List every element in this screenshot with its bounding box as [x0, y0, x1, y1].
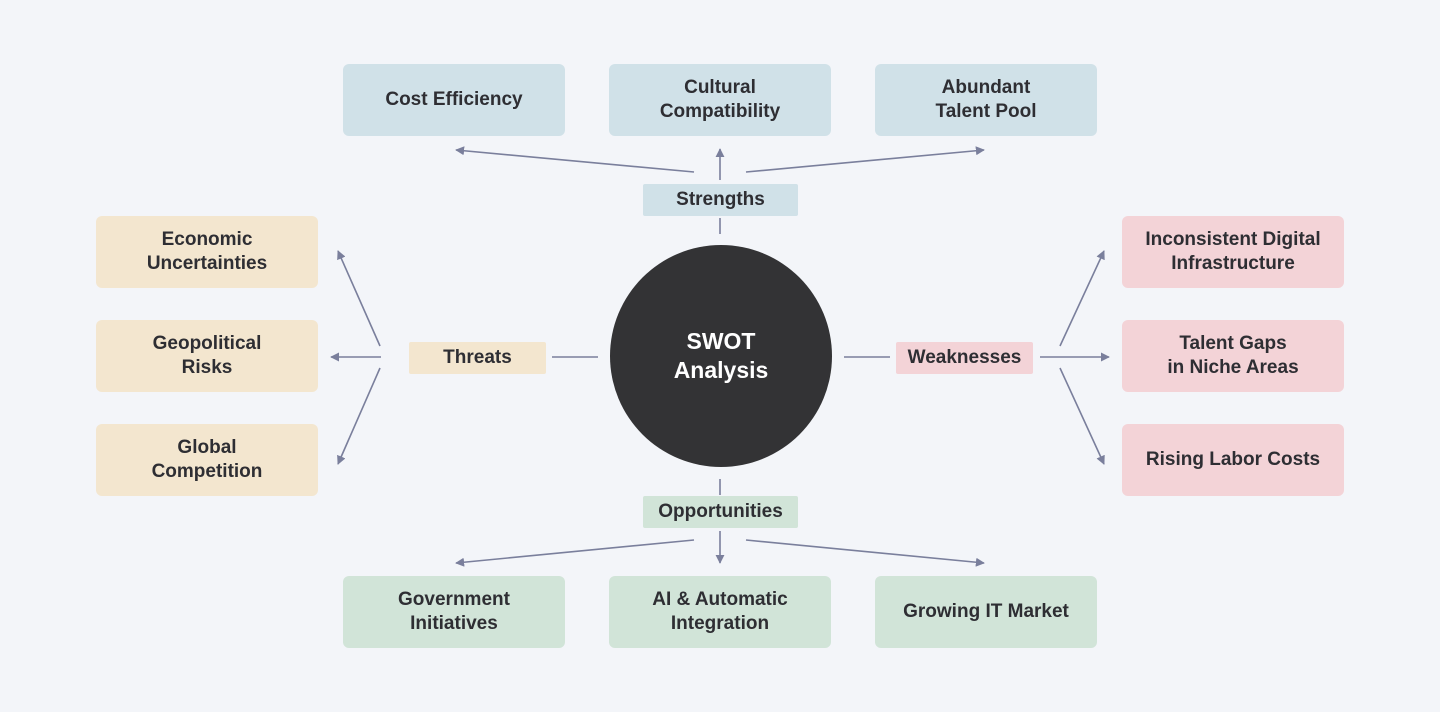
- arrow-threats-1: [337, 250, 381, 347]
- threats-label: Threats: [409, 342, 546, 374]
- weakness-item: Rising Labor Costs: [1122, 424, 1344, 496]
- arrow-threats-3: [337, 367, 381, 465]
- weakness-item-label: Talent Gaps in Niche Areas: [1167, 333, 1299, 378]
- opportunities-label: Opportunities: [643, 496, 798, 528]
- weaknesses-label: Weaknesses: [896, 342, 1033, 374]
- threat-item-label: Economic Uncertainties: [146, 229, 268, 274]
- weakness-item-label: Rising Labor Costs: [1145, 449, 1321, 470]
- arrow-strengths-3: [745, 146, 985, 173]
- arrow-strengths-1: [455, 146, 695, 173]
- strength-item-label: Abundant Talent Pool: [935, 77, 1037, 122]
- opportunity-item-label: Growing IT Market: [903, 601, 1069, 622]
- threat-item-label: Geopolitical Risks: [152, 333, 262, 378]
- strength-item-label: Cost Efficiency: [385, 89, 523, 110]
- arrow-weaknesses-1: [1059, 250, 1105, 347]
- swot-center-title: SWOT Analysis: [673, 328, 769, 383]
- strength-item: Abundant Talent Pool: [875, 64, 1097, 136]
- arrow-opportunities-3: [745, 539, 985, 567]
- weakness-item: Inconsistent Digital Infrastructure: [1122, 216, 1344, 288]
- threat-item-label: Global Competition: [151, 437, 263, 482]
- weakness-item-label: Inconsistent Digital Infrastructure: [1145, 229, 1321, 274]
- arrow-opportunities-1: [455, 539, 695, 567]
- arrow-weaknesses-3: [1059, 367, 1105, 465]
- threat-item: Global Competition: [96, 424, 318, 496]
- threat-item: Economic Uncertainties: [96, 216, 318, 288]
- weakness-item: Talent Gaps in Niche Areas: [1122, 320, 1344, 392]
- opportunity-item-label: Government Initiatives: [398, 589, 510, 634]
- opportunity-item: Government Initiatives: [343, 576, 565, 648]
- opportunity-item-label: AI & Automatic Integration: [652, 589, 788, 634]
- strength-item: Cultural Compatibility: [609, 64, 831, 136]
- strengths-label: Strengths: [643, 184, 798, 216]
- strength-item-label: Cultural Compatibility: [659, 77, 781, 122]
- opportunity-item: AI & Automatic Integration: [609, 576, 831, 648]
- opportunity-item: Growing IT Market: [875, 576, 1097, 648]
- threat-item: Geopolitical Risks: [96, 320, 318, 392]
- strength-item: Cost Efficiency: [343, 64, 565, 136]
- swot-center-node: SWOT Analysis: [610, 245, 832, 467]
